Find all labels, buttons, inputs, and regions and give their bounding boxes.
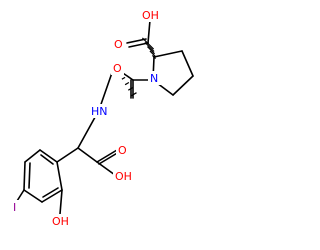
amide-o-label: O [113, 62, 122, 75]
substituent-bonds [16, 189, 63, 215]
carboxyl-o-mid-label: O [118, 144, 127, 157]
proline-carboxyl-bonds [126, 19, 151, 48]
stereo-hash-bond-top [141, 37, 157, 60]
benzene-ring [23, 149, 63, 203]
backbone-bonds [56, 66, 120, 176]
carboxyl-oh-top-label: OH [142, 9, 159, 22]
chemical-structure: OH O N O HN O OH I OH [11, 8, 194, 228]
proline-n-label: N [150, 72, 158, 85]
phenol-oh-label: OH [52, 215, 69, 228]
iodine-label: I [13, 201, 16, 214]
carboxyl-o-top-label: O [114, 38, 123, 51]
atom-labels: OH O N O HN O OH I OH [11, 8, 164, 228]
carboxyl-oh-mid-label: OH [115, 170, 132, 183]
amine-nh-label: HN [91, 105, 108, 118]
